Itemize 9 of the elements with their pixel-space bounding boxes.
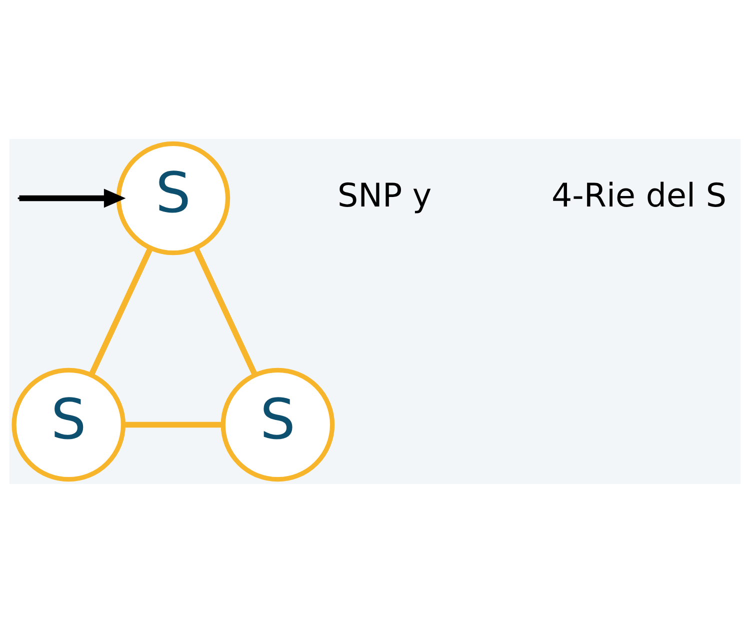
node-circle: S bbox=[220, 368, 334, 482]
connector bbox=[88, 246, 153, 376]
connector bbox=[122, 422, 222, 428]
node-circle: S bbox=[116, 141, 230, 256]
label: SNP y bbox=[337, 176, 432, 214]
connector bbox=[192, 246, 258, 376]
node-circle: S bbox=[11, 368, 126, 482]
label: 4-Rie del S bbox=[550, 176, 726, 214]
arrow bbox=[18, 188, 126, 208]
